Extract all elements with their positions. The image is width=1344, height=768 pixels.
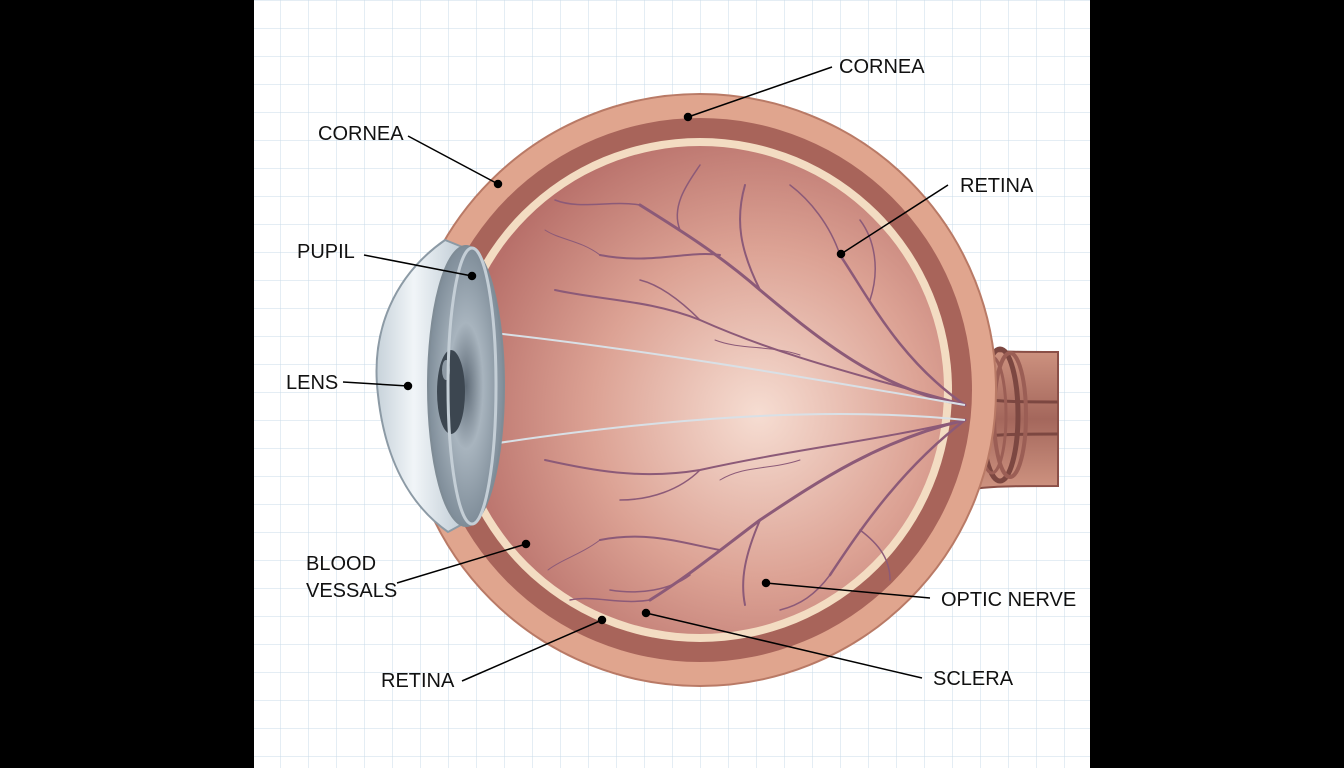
label-pupil: PUPIL [297,241,355,263]
blood-vessel-network [544,164,967,611]
lens-rim [446,246,498,526]
label-optic-nerve: OPTIC NERVE [941,589,1076,611]
label-retina-top: RETINA [960,175,1034,197]
label-blood-vessels-line2: VESSALS [306,580,397,602]
label-lens: LENS [286,372,338,394]
light-path-lines [484,331,966,446]
iris [427,245,505,527]
label-blood-vessels-line1: BLOOD [306,553,376,575]
label-cornea-left: CORNEA [318,123,404,145]
vitreous-body [456,146,944,634]
label-sclera: SCLERA [933,668,1014,690]
pupil-shape [437,350,465,434]
front-eye-assembly [375,238,505,534]
label-cornea-top: CORNEA [839,56,925,78]
label-retina-bottom: RETINA [381,670,455,692]
leader-lines [342,66,949,682]
